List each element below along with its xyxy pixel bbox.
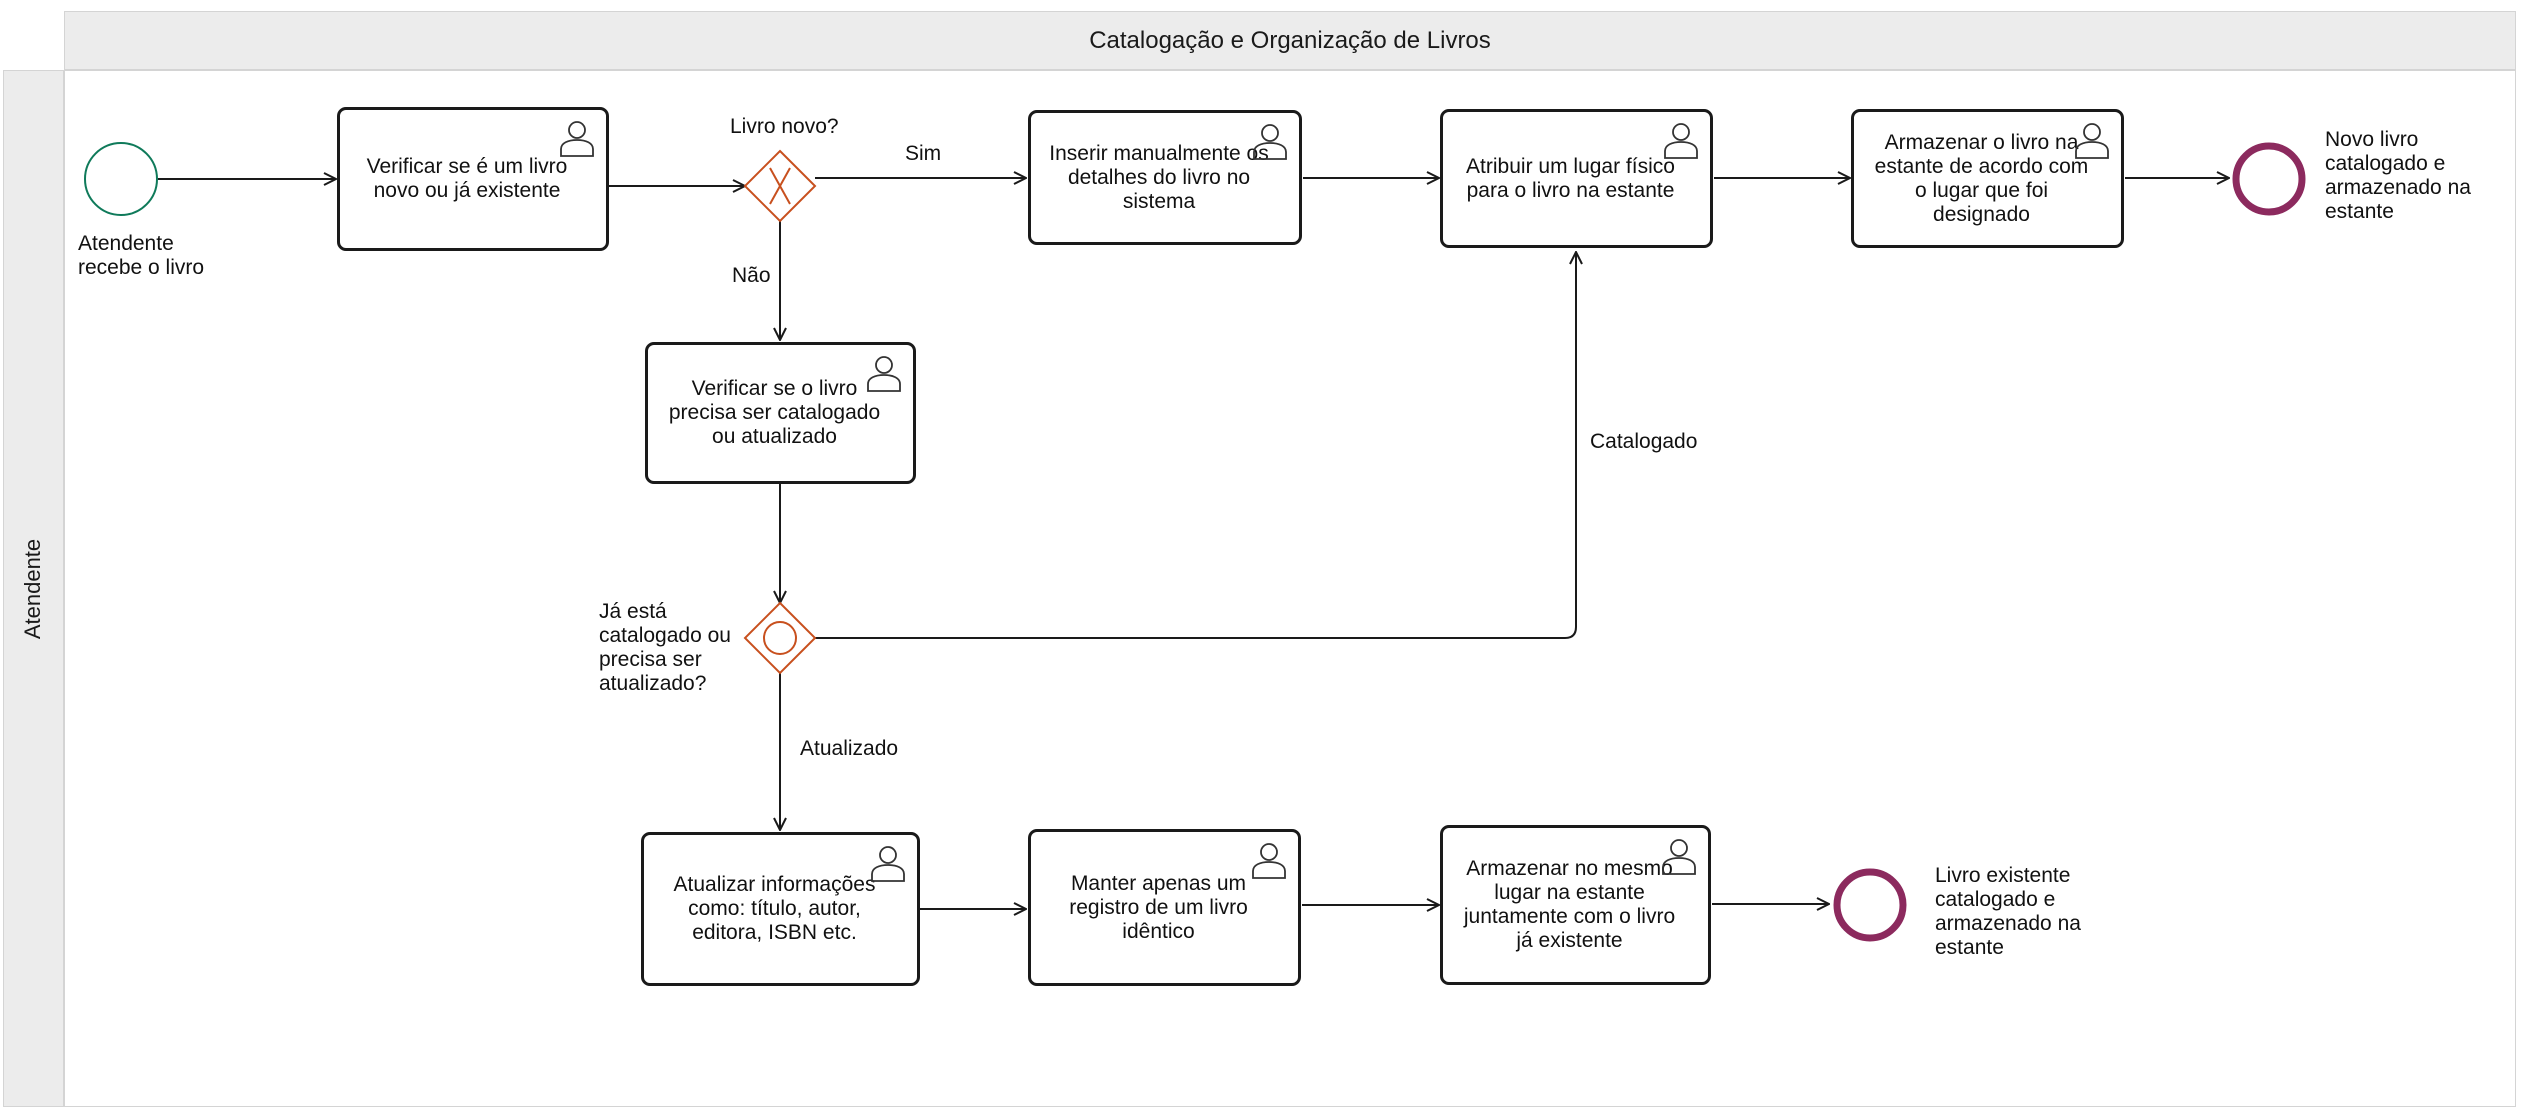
task-check-new-book[interactable]: Verificar se é um livro novo ou já exist…: [337, 107, 609, 251]
exclusive-gateway-x-mark: [769, 167, 791, 205]
end-event-new: [2232, 142, 2306, 216]
pool-header: [64, 11, 2516, 70]
task-label: Armazenar o livro na estante de acordo c…: [1874, 130, 2089, 226]
user-icon: [1660, 836, 1698, 876]
task-label: Armazenar no mesmo lugar na estante junt…: [1463, 857, 1676, 952]
user-icon: [1662, 120, 1700, 160]
task-label: Manter apenas um registro de um livro id…: [1069, 871, 1248, 943]
task-label: Atualizar informações como: título, auto…: [673, 873, 876, 944]
event-based-gateway-icon: [743, 601, 817, 675]
start-event: [84, 142, 158, 216]
flow-label-cataloged: Catalogado: [1590, 430, 1698, 453]
task-label: Atribuir um lugar físico para o livro na…: [1466, 154, 1675, 202]
end-event-existing-label: Livro existente catalogado e armazenado …: [1935, 864, 2081, 959]
flow-gateway-cataloged: [815, 252, 1576, 639]
gateway-status-label: Já está catalogado ou precisa ser atuali…: [599, 600, 731, 695]
user-icon: [2073, 120, 2111, 160]
task-label: Inserir manualmente os detalhes do livro…: [1049, 141, 1269, 213]
gateway-inner-circle: [763, 621, 797, 655]
user-icon: [558, 118, 596, 158]
start-event-label: Atendente recebe o livro: [78, 232, 205, 279]
task-update-info[interactable]: Atualizar informações como: título, auto…: [641, 832, 920, 986]
flow-label-yes: Sim: [905, 142, 942, 165]
task-assign-place[interactable]: Atribuir um lugar físico para o livro na…: [1440, 109, 1713, 248]
user-icon: [1250, 840, 1288, 880]
flow-label-updated: Atualizado: [800, 737, 899, 760]
user-icon: [1251, 121, 1289, 161]
gateway-new-book-label: Livro novo?: [730, 115, 839, 138]
gateway-new-book: [743, 149, 817, 223]
pool-title: Catalogação e Organização de Livros: [1089, 26, 1491, 54]
task-check-catalog[interactable]: Verificar se o livro precisa ser catalog…: [645, 342, 916, 484]
task-store-new-book[interactable]: Armazenar o livro na estante de acordo c…: [1851, 109, 2124, 248]
task-store-same-place[interactable]: Armazenar no mesmo lugar na estante junt…: [1440, 825, 1711, 985]
task-label: Verificar se o livro precisa ser catalog…: [668, 377, 881, 448]
user-icon: [865, 353, 903, 393]
task-label: Verificar se é um livro novo ou já exist…: [366, 155, 568, 202]
end-event-new-label: Novo livro catalogado e armazenado na es…: [2325, 128, 2471, 223]
flow-label-no: Não: [732, 264, 771, 287]
end-event-existing: [1833, 868, 1907, 942]
lane-header: [3, 70, 64, 1107]
gateway-status: [743, 601, 817, 675]
task-insert-details[interactable]: Inserir manualmente os detalhes do livro…: [1028, 110, 1302, 245]
user-icon: [869, 843, 907, 883]
task-keep-one-record[interactable]: Manter apenas um registro de um livro id…: [1028, 829, 1301, 986]
